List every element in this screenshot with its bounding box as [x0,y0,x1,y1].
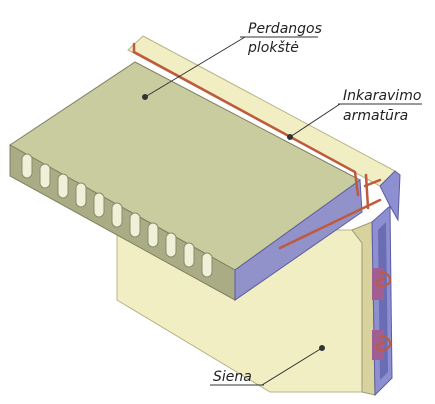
label-anchor-line2: armatūra [343,108,408,124]
hollow-core [93,192,105,218]
hollow-core [21,153,33,179]
leader-slab-dot [142,94,148,100]
slab-hollow-cores [21,153,213,278]
leader-wall [261,347,323,386]
hollow-core [129,212,141,238]
label-anchor-line1: Inkaravimo [343,88,421,104]
leader-slab [144,36,246,98]
upper-wall-side [379,170,401,222]
rebar-main [132,50,360,197]
wall-panel [116,204,393,397]
rebar-stub [363,178,382,188]
hollow-core [39,163,51,189]
leader-anchor-dot [287,134,293,140]
joint-loop-lower [376,335,391,352]
hollow-core [201,252,213,278]
label-slab-line1: Perdangos [248,21,322,37]
hollow-core [165,232,177,258]
upper-wall-panel [127,35,401,222]
rebar-lower [278,198,382,250]
leader-anchor [289,103,341,138]
leaders [142,36,422,386]
hollow-core [147,222,159,248]
rebar-vertical [364,173,370,210]
leader-wall-dot [319,345,325,351]
joint-loop-upper [376,271,391,288]
wall-edge-light [351,221,376,396]
label-wall: Siena [213,369,252,385]
floor-slab [9,61,363,301]
hollow-core [183,242,195,268]
hollow-core [111,202,123,228]
anchoring-rebar [132,42,382,250]
hollow-core [57,173,69,199]
label-slab-line2: plokštė [247,40,299,56]
hollow-core [75,182,87,208]
